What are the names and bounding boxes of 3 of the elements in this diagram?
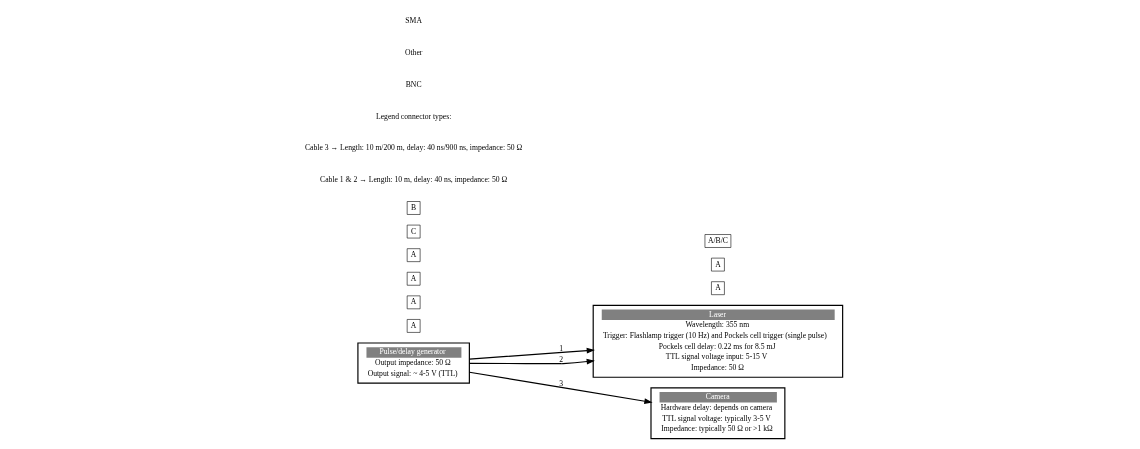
arrow bbox=[468, 358, 595, 365]
arrow bbox=[468, 347, 595, 360]
arrow bbox=[468, 371, 653, 404]
